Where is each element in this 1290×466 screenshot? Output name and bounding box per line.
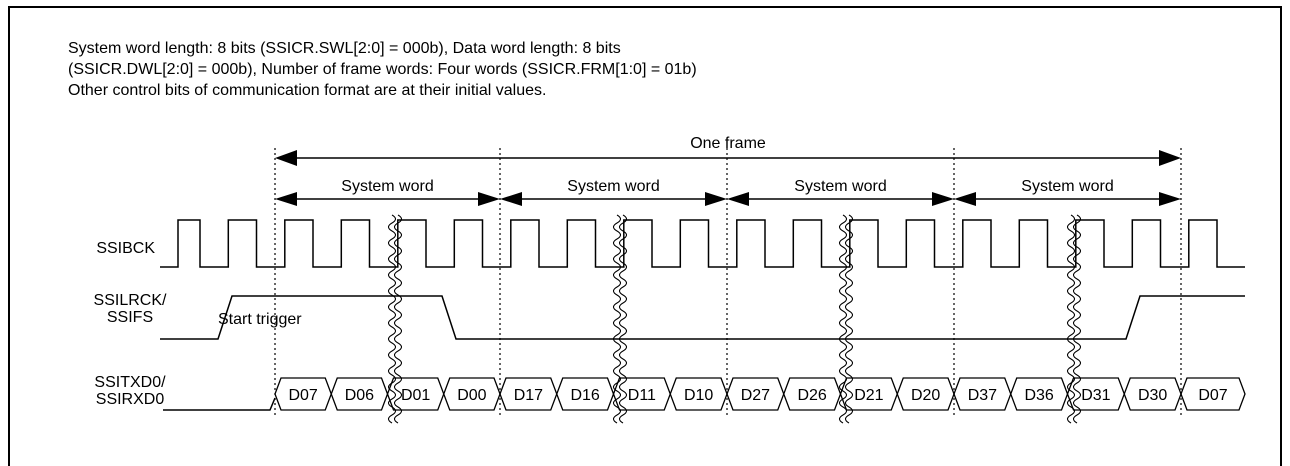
system-word-spans: System word System word System word System … <box>275 178 1181 206</box>
description-line-2: (SSICR.DWL[2:0] = 000b), Number of frame… <box>68 61 697 78</box>
ssilrck-waveform <box>160 295 1245 340</box>
signal-label-ssibck: SSIBCK <box>96 240 155 257</box>
system-word-arrow-right-head <box>478 192 500 206</box>
system-word-arrow-left-head <box>727 192 749 206</box>
signal-label-ssitxd0: SSITXD0/ <box>94 374 166 391</box>
omission-wave <box>618 214 628 424</box>
data-word-label: D07 <box>288 387 317 404</box>
figure-border <box>8 6 1282 466</box>
data-word-label: D21 <box>854 387 883 404</box>
omission-wave <box>1066 214 1076 424</box>
data-word-label: D26 <box>797 387 826 404</box>
data-word-label: D07 <box>1198 387 1227 404</box>
signal-label-ssirxd0: SSIRXD0 <box>96 391 165 408</box>
description-line-3: Other control bits of communication form… <box>68 82 547 99</box>
data-word-label: D01 <box>401 387 430 404</box>
format-description: System word length: 8 bits (SSICR.SWL[2:… <box>68 38 697 101</box>
data-word-label: D27 <box>741 387 770 404</box>
data-word-label: D37 <box>968 387 997 404</box>
data-word-label: D17 <box>514 387 543 404</box>
system-word-label: System word <box>794 178 886 195</box>
system-word-arrow-left-head <box>500 192 522 206</box>
omission-wave <box>612 214 622 424</box>
data-word-label: D10 <box>684 387 713 404</box>
omission-marks <box>387 214 1082 424</box>
system-word-arrow-left-head <box>954 192 976 206</box>
data-word-label: D31 <box>1081 387 1110 404</box>
ssibck-waveform <box>160 219 1245 268</box>
data-word-label: D20 <box>911 387 940 404</box>
omission-wave <box>844 214 854 424</box>
system-word-arrow-right-head <box>932 192 954 206</box>
system-word-arrow-left-head <box>275 192 297 206</box>
frame-arrow-left-head <box>275 150 297 166</box>
data-word-cell <box>1180 377 1246 411</box>
omission-wave <box>387 214 397 424</box>
system-word-arrow-right-head <box>1159 192 1181 206</box>
omission-wave <box>393 214 403 424</box>
data-word-label: D00 <box>457 387 486 404</box>
data-idle-line <box>163 397 276 411</box>
system-word-label: System word <box>567 178 659 195</box>
frame-arrow-right-head <box>1159 150 1181 166</box>
frame-span: One frame <box>275 135 1181 166</box>
signal-label-ssifs: SSIFS <box>107 309 153 326</box>
data-word-label: D36 <box>1024 387 1053 404</box>
data-word-label: D06 <box>345 387 374 404</box>
system-word-label: System word <box>341 178 433 195</box>
signal-label-ssilrck: SSILRCK/ <box>94 292 167 309</box>
start-trigger-label: Start trigger <box>218 311 302 328</box>
data-words: D07 D06 D01 D00 D17 D16 D11 D10 D27 D26 D21 D20 D37 D… <box>274 377 1246 411</box>
omission-wave <box>838 214 848 424</box>
frame-label: One frame <box>690 135 766 152</box>
system-word-arrow-right-head <box>705 192 727 206</box>
data-word-label: D16 <box>570 387 599 404</box>
system-word-label: System word <box>1021 178 1113 195</box>
data-word-label: D11 <box>628 387 656 404</box>
data-word-label: D30 <box>1138 387 1167 404</box>
description-line-1: System word length: 8 bits (SSICR.SWL[2:… <box>68 40 621 57</box>
omission-wave <box>1072 214 1082 424</box>
